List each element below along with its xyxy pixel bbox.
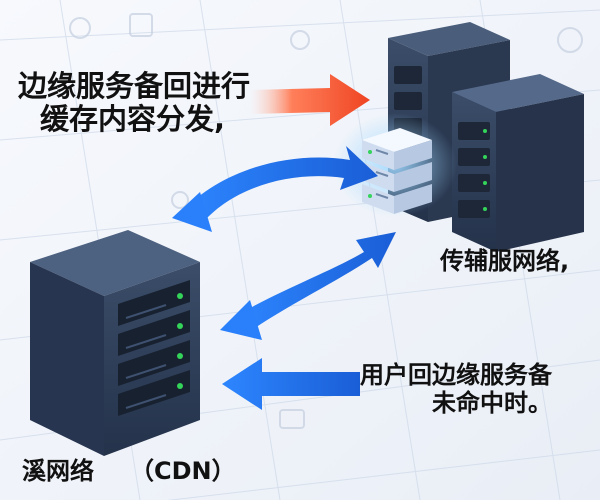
blue-arrow-lower [220, 232, 396, 340]
blue-arrow-left [222, 358, 360, 410]
edge-caching-line1: 边缘服务备回进行 [18, 69, 251, 103]
cdn-label-paren: （CDN） [130, 457, 236, 485]
edge-server [333, 113, 457, 217]
cdn-label-main: 溪网络 [22, 457, 94, 485]
user-miss-line1: 用户回边缘服务备 [360, 361, 552, 389]
origin-network-label: 传辅服网络, [440, 247, 570, 275]
blue-arrow-upper [172, 146, 378, 232]
cdn-server [30, 230, 200, 456]
user-miss-line2: 未命中时。 [432, 388, 552, 417]
origin-server-front [452, 74, 584, 252]
edge-caching-line2: 缓存内容分发, [40, 102, 226, 137]
user-miss-label: 用户回边缘服务备 未命中时。 [360, 361, 552, 417]
orange-arrow-right [250, 74, 370, 126]
edge-caching-label: 边缘服务备回进行 缓存内容分发, [18, 69, 251, 137]
cdn-label: 溪网络 （CDN） [22, 457, 236, 486]
